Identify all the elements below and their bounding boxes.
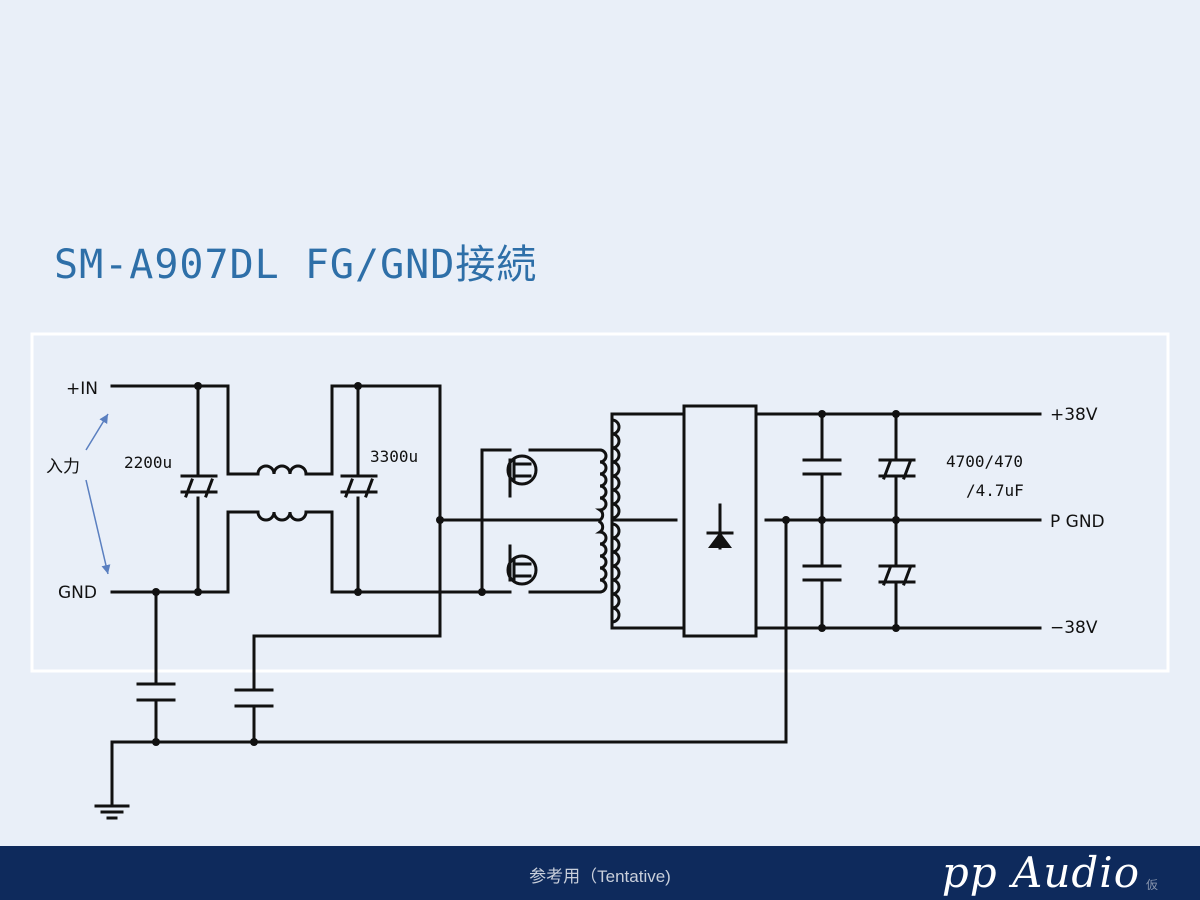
footer-note: 参考用（Tentative) — [529, 867, 671, 886]
label-out-neg: −38V — [1050, 618, 1098, 638]
input-wiring — [110, 384, 230, 594]
capacitor-3300u — [340, 474, 378, 498]
common-mode-choke — [226, 464, 334, 522]
diagram-frame — [30, 332, 1170, 673]
brand-logo: pp Audio — [941, 848, 1140, 897]
diode-symbol — [708, 532, 732, 548]
slide-title: SM-A907DL FG/GND接続 — [54, 242, 538, 288]
label-cap-out-1: 4700/470 — [946, 452, 1023, 471]
output-wiring — [754, 412, 1042, 630]
schematic-diagram: +IN GND 入力 2200u 3300u 4700/470 /4.7uF +… — [30, 332, 1170, 820]
capacitor-2200u — [180, 474, 218, 498]
rectifier-block — [682, 404, 758, 638]
brand-tag: 仮 — [1145, 878, 1158, 892]
footer-bar: 参考用（Tentative) pp Audio 仮 — [0, 846, 1200, 900]
label-cap-2200u: 2200u — [124, 453, 172, 472]
mosfet-bridge — [438, 448, 608, 594]
label-out-pos: +38V — [1050, 405, 1098, 425]
label-out-pgnd: P GND — [1050, 512, 1105, 532]
label-cap-3300u: 3300u — [370, 447, 418, 466]
label-plus-in: +IN — [66, 379, 98, 399]
label-gnd: GND — [58, 583, 97, 603]
stage2-wiring — [330, 384, 484, 638]
transformer — [610, 412, 686, 630]
frame-ground-wiring — [94, 518, 788, 820]
input-arrows — [85, 413, 111, 575]
label-input: 入力 — [46, 457, 80, 477]
junction-dots — [152, 382, 900, 746]
label-cap-out-2: /4.7uF — [966, 481, 1024, 500]
